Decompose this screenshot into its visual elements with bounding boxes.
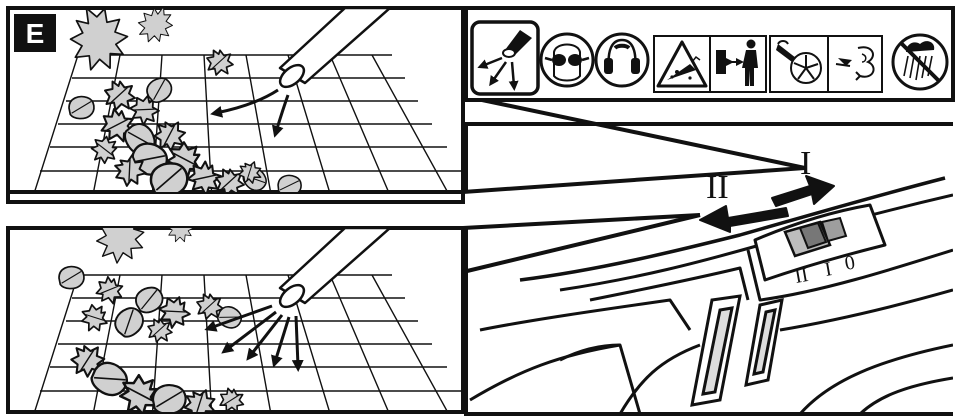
figure-badge: E bbox=[14, 14, 56, 52]
panel-high-speed bbox=[8, 207, 463, 419]
direction-arrow-two bbox=[700, 206, 788, 232]
panel-low-speed: E bbox=[8, 0, 463, 200]
label-position-two: II bbox=[706, 169, 729, 206]
switch-mark-off: 0 bbox=[843, 252, 857, 275]
safety-glasses-icon bbox=[541, 34, 593, 86]
no-rain-icon bbox=[893, 35, 947, 89]
blower-nozzle-icon bbox=[472, 22, 538, 94]
rotating-fan-hand-warning-icon bbox=[770, 36, 828, 92]
safety-icon-strip bbox=[466, 8, 953, 100]
label-position-one: I bbox=[800, 145, 811, 182]
ear-protection-icon bbox=[596, 34, 648, 86]
switch-mark-single: I bbox=[823, 258, 833, 281]
thrown-objects-warning-icon bbox=[654, 36, 710, 92]
figure-badge-letter: E bbox=[26, 18, 45, 49]
fan-airflow-icon bbox=[828, 36, 882, 92]
keep-distance-icon bbox=[710, 36, 766, 92]
vent-grille bbox=[692, 296, 782, 405]
